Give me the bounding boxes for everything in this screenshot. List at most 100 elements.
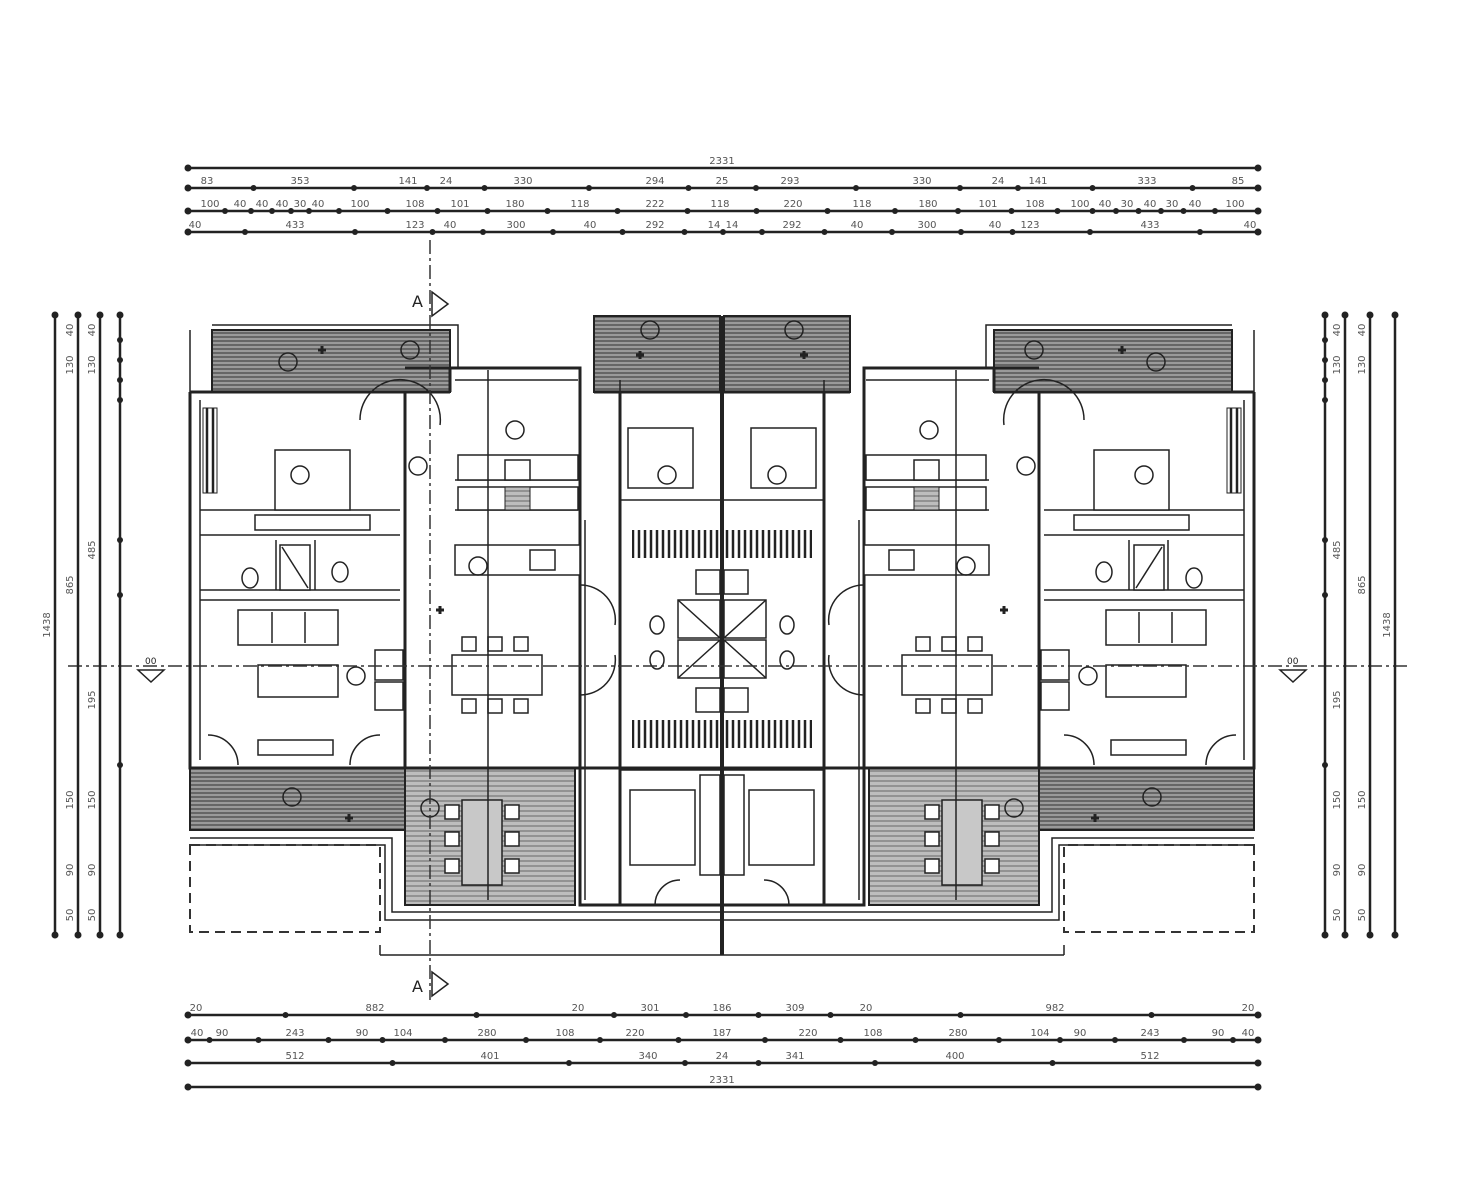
dimension-tick xyxy=(352,229,358,235)
dimension-label: 118 xyxy=(710,199,729,210)
dimension-label: 40 xyxy=(1189,199,1202,210)
dimension-tick xyxy=(1089,208,1096,214)
dimension-tick xyxy=(206,1037,213,1043)
dimension-tick xyxy=(1158,208,1164,214)
dimension-label: 14 xyxy=(708,220,721,231)
dimension-label: 108 xyxy=(555,1028,574,1039)
dimension-label: 865 xyxy=(1357,575,1368,594)
section-marker-bottom: A xyxy=(412,977,423,996)
dimension-label: 150 xyxy=(1332,790,1343,809)
dimension-label: 118 xyxy=(570,199,589,210)
dimension-tick xyxy=(1254,1083,1262,1091)
dimension-label: 24 xyxy=(992,176,1005,187)
dimension-tick xyxy=(117,762,123,768)
dimension-label: 512 xyxy=(285,1051,304,1062)
dimension-tick xyxy=(424,185,430,191)
dimension-label: 123 xyxy=(405,220,424,231)
dimension-tick xyxy=(1321,311,1329,319)
dimension-label: 40 xyxy=(1357,324,1368,337)
dimension-label: 24 xyxy=(440,176,453,187)
dimension-tick xyxy=(685,185,692,191)
dimension-label: 1438 xyxy=(42,612,53,637)
dimension-tick xyxy=(720,229,726,235)
dimension-tick xyxy=(614,208,621,214)
dimension-tick xyxy=(1230,1037,1236,1043)
dimension-tick xyxy=(117,592,123,598)
dimension-label: 40 xyxy=(65,324,76,337)
dimension-label: 90 xyxy=(356,1028,369,1039)
dimension-tick xyxy=(1015,185,1021,191)
dimension-label: 20 xyxy=(190,1003,203,1014)
dimension-tick xyxy=(184,1011,192,1019)
dimension-label: 40 xyxy=(1332,324,1343,337)
dimension-tick xyxy=(1322,377,1328,383)
dimension-tick xyxy=(117,397,123,403)
section-arrow-top-icon xyxy=(431,290,450,318)
dimension-tick xyxy=(1112,1037,1118,1043)
dimension-label: 130 xyxy=(65,355,76,374)
dimension-tick xyxy=(755,1060,762,1066)
dimension-label: 40 xyxy=(1099,199,1112,210)
dimension-tick xyxy=(1322,357,1328,363)
dimension-tick xyxy=(824,208,831,214)
dimension-label: 90 xyxy=(65,864,76,877)
dimension-tick xyxy=(996,1037,1002,1043)
dimension-label: 104 xyxy=(393,1028,412,1039)
dimension-tick xyxy=(1254,1059,1262,1067)
dimension-label: 195 xyxy=(1332,690,1343,709)
dimension-tick xyxy=(755,1012,762,1018)
dimension-tick xyxy=(248,208,254,214)
dimension-tick xyxy=(1322,397,1328,403)
dimension-tick xyxy=(184,1036,192,1044)
dimension-tick xyxy=(222,208,228,214)
dimension-tick xyxy=(434,208,441,214)
dimension-tick xyxy=(684,208,691,214)
dimension-label: 85 xyxy=(1232,176,1245,187)
dimension-tick xyxy=(1089,185,1096,191)
dimension-tick xyxy=(481,185,488,191)
dimension-label: 40 xyxy=(234,199,247,210)
dimension-tick xyxy=(759,229,765,235)
dimension-label: 485 xyxy=(1332,540,1343,559)
dimension-tick xyxy=(1254,164,1262,172)
dimension-label: 141 xyxy=(398,176,417,187)
dimension-label: 40 xyxy=(1144,199,1157,210)
dimension-tick xyxy=(1254,1036,1262,1044)
dimension-tick xyxy=(351,185,357,191)
dimension-tick xyxy=(753,185,759,191)
dimension-tick xyxy=(473,1012,480,1018)
dimension-tick xyxy=(1254,184,1262,192)
dimension-tick xyxy=(1054,208,1061,214)
dimension-label: 180 xyxy=(918,199,937,210)
dimension-tick xyxy=(611,1012,617,1018)
section-arrow-right-icon xyxy=(1278,669,1308,684)
dimension-tick xyxy=(184,1059,192,1067)
dimension-tick xyxy=(1322,537,1328,543)
dimension-tick xyxy=(957,1012,964,1018)
dimension-tick xyxy=(837,1037,844,1043)
dimension-tick xyxy=(1322,337,1328,343)
dimension-label: 90 xyxy=(87,864,98,877)
dimension-tick xyxy=(74,311,82,319)
dimension-label: 187 xyxy=(712,1028,731,1039)
dimension-label: 220 xyxy=(783,199,802,210)
dimension-label: 186 xyxy=(712,1003,731,1014)
dimension-label: 108 xyxy=(863,1028,882,1039)
dimension-tick xyxy=(586,185,592,191)
dimension-tick xyxy=(1391,931,1399,939)
dimension-label: 40 xyxy=(1244,220,1257,231)
section-arrow-bottom-icon xyxy=(431,970,450,998)
dimension-label: 118 xyxy=(852,199,871,210)
dimension-label: 301 xyxy=(640,1003,659,1014)
dimension-label: 280 xyxy=(948,1028,967,1039)
dimension-label: 50 xyxy=(87,909,98,922)
dimension-label: 294 xyxy=(645,176,664,187)
dimension-label: 330 xyxy=(912,176,931,187)
dimension-tick xyxy=(51,311,59,319)
dimension-label: 100 xyxy=(350,199,369,210)
dimension-label: 222 xyxy=(645,199,664,210)
dimension-label: 130 xyxy=(87,355,98,374)
dimension-label: 400 xyxy=(945,1051,964,1062)
dimension-tick xyxy=(597,1037,603,1043)
dimension-tick xyxy=(117,932,123,938)
